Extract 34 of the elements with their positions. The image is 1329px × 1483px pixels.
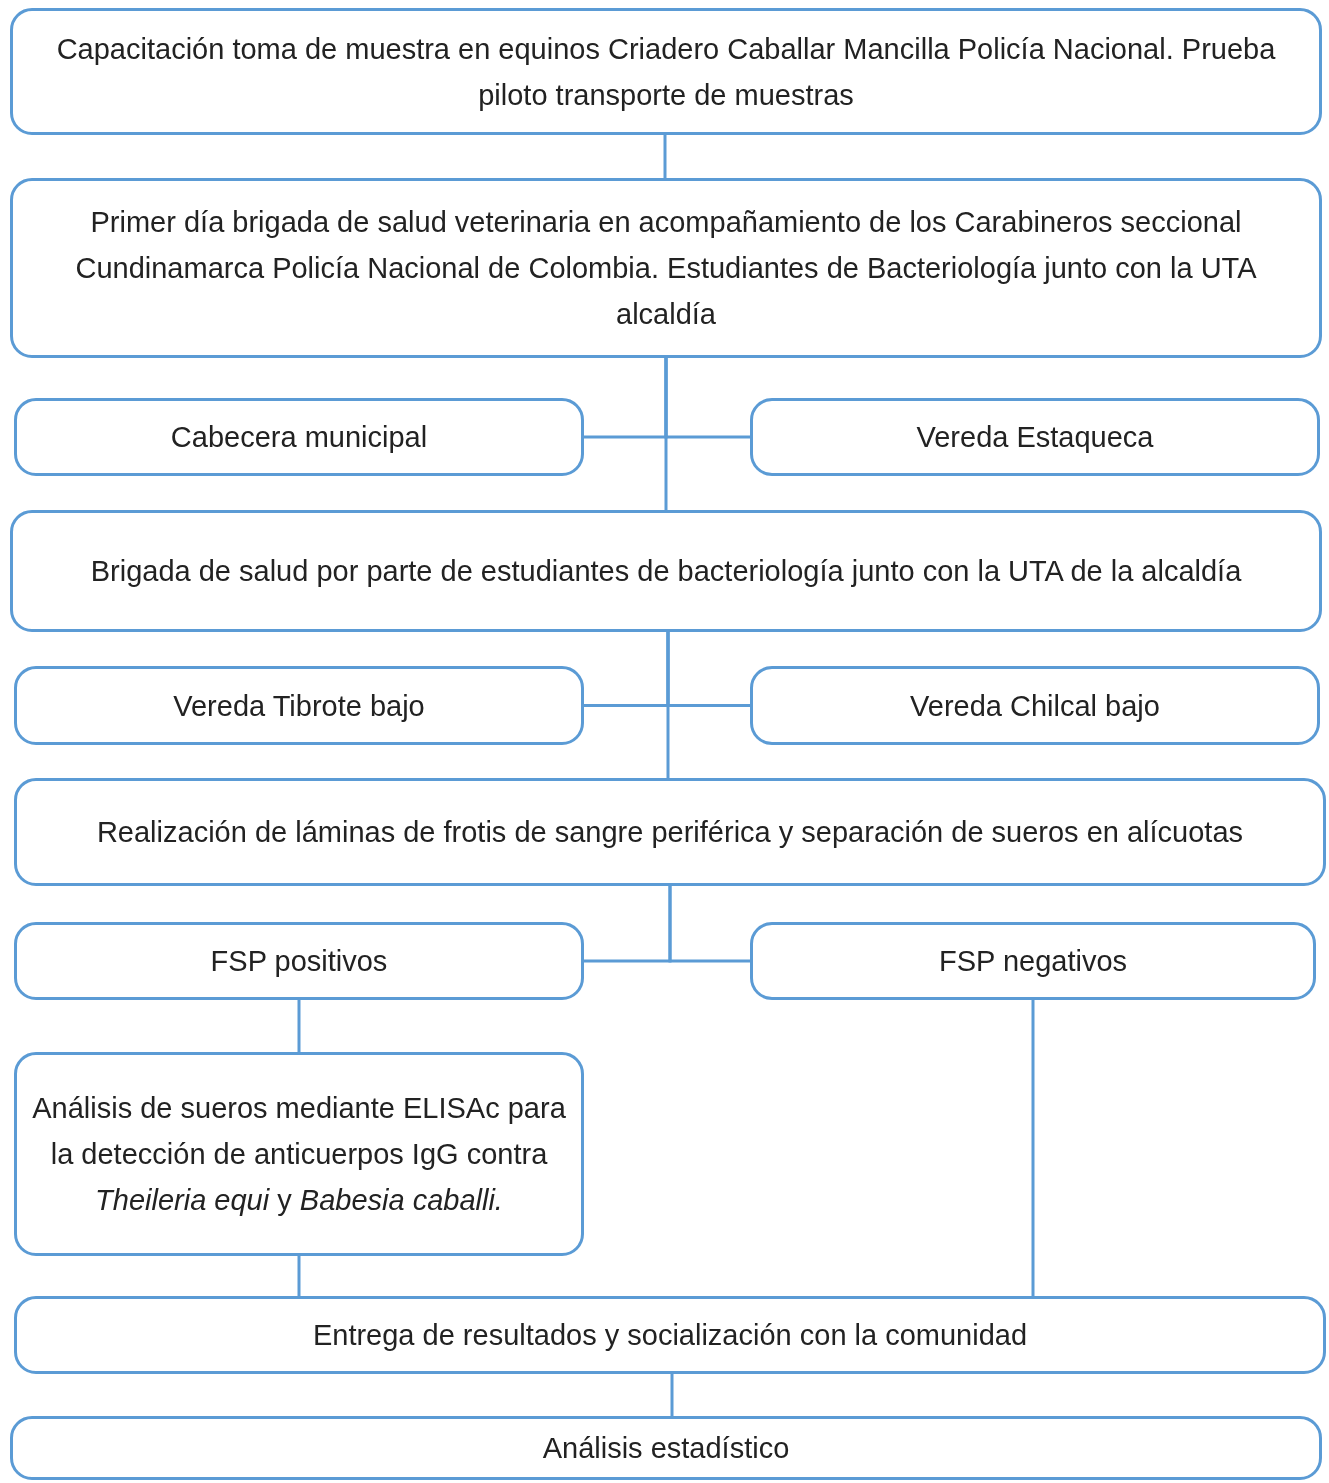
connector-line — [670, 1374, 674, 1416]
process-box — [750, 398, 1320, 476]
process-box — [750, 666, 1320, 745]
connector-line — [664, 358, 750, 439]
process-box — [10, 510, 1322, 632]
box-text: Primer día brigada de salud veterinaria en acompañamiento de los Carabineros seccional Cundinamarca Policía Nacional de Colombia. Estudiantes de Bacteriología junto con la UTA alcaldía — [74, 205, 1258, 332]
connector-line — [663, 135, 667, 178]
connector-line — [297, 1256, 301, 1296]
box-text: Análisis estadístico — [542, 1431, 790, 1466]
process-box — [10, 8, 1322, 135]
box-text: Realización de láminas de frotis de sangre periférica y separación de sueros en alícuotas — [96, 815, 1244, 850]
process-box — [14, 778, 1326, 886]
box-text: Análisis de sueros mediante ELISAc para la detección de anticuerpos IgG contra Theileria equi y Babesia caballi. — [31, 1091, 567, 1218]
connector-line — [1031, 1000, 1035, 1296]
box-text: FSP negativos — [938, 944, 1128, 979]
connector-line — [668, 886, 750, 963]
box-text: Brigada de salud por parte de estudiantes de bacteriología junto con la UTA de la alcaldía — [90, 554, 1242, 589]
process-box — [750, 922, 1316, 1000]
process-box — [14, 922, 584, 1000]
box-text: FSP positivos — [210, 944, 388, 979]
box-text: Vereda Tibrote bajo — [173, 688, 425, 724]
process-box — [10, 1416, 1322, 1480]
process-box — [14, 398, 584, 476]
box-text: Entrega de resultados y socialización con la comunidad — [312, 1318, 1028, 1353]
process-box — [14, 1296, 1326, 1374]
process-box — [14, 1052, 584, 1256]
box-text: Vereda Estaqueca — [916, 420, 1154, 455]
process-box — [14, 666, 584, 745]
box-text: Vereda Chilcal bajo — [910, 688, 1160, 724]
box-text: Capacitación toma de muestra en equinos Criadero Caballar Mancilla Policía Nacional. Prueba piloto transporte de muestras — [55, 31, 1277, 113]
process-box — [10, 178, 1322, 358]
connector-line — [666, 632, 750, 707]
connector-line — [297, 1000, 301, 1052]
box-text: Cabecera municipal — [170, 420, 428, 455]
